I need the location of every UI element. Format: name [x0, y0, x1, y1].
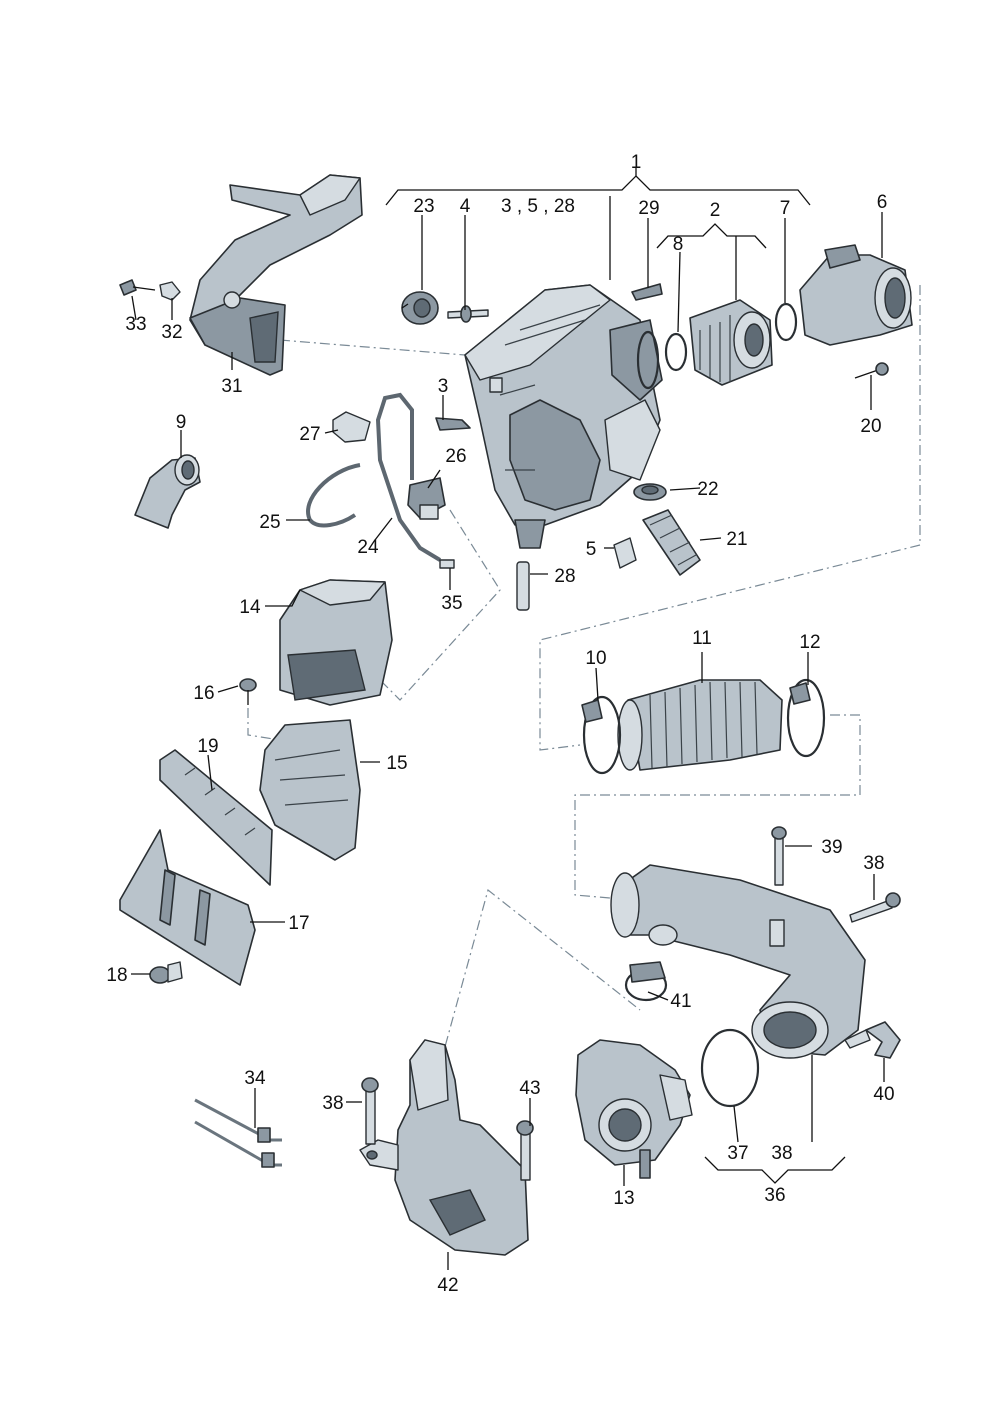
- label-2: 2: [710, 200, 721, 221]
- label-38-bottom: 38: [771, 1143, 792, 1164]
- plug-5: [613, 537, 637, 569]
- seal-22: [633, 483, 667, 501]
- cable-ties-34: [194, 1098, 282, 1168]
- valve-26: [407, 477, 446, 520]
- clamp-10: [581, 695, 622, 775]
- screw-16: [239, 678, 257, 705]
- label-6: 6: [877, 192, 888, 213]
- clamp-41: [624, 961, 668, 1002]
- bolt-38-right: [849, 892, 901, 923]
- label-28: 28: [554, 566, 575, 587]
- label-40: 40: [873, 1084, 894, 1105]
- grommet-23: [401, 291, 439, 325]
- label-10: 10: [585, 648, 606, 669]
- label-13: 13: [613, 1188, 634, 1209]
- label-18: 18: [106, 965, 127, 986]
- clip-29: [631, 283, 663, 301]
- vacuum-hoses: [306, 392, 442, 562]
- label-9: 9: [176, 412, 187, 433]
- clamp-12: [786, 678, 826, 758]
- label-26: 26: [445, 446, 466, 467]
- bracket-group-36: [704, 1156, 846, 1184]
- clip-32: [159, 281, 181, 301]
- label-35: 35: [441, 593, 462, 614]
- label-3-5-28: 3 , 5 , 28: [501, 196, 575, 217]
- label-24: 24: [357, 537, 379, 558]
- air-guide-15: [259, 719, 361, 861]
- throttle-body-13: [575, 1039, 693, 1179]
- clip-18: [149, 961, 183, 984]
- label-4: 4: [460, 196, 471, 217]
- label-16: 16: [193, 683, 214, 704]
- label-7: 7: [780, 198, 791, 219]
- bolt-39: [771, 826, 787, 886]
- label-33: 33: [125, 314, 146, 335]
- leader-lines: [131, 168, 885, 1270]
- elbow-hose-9: [134, 454, 201, 529]
- bolt-38-left: [361, 1077, 379, 1145]
- label-42: 42: [437, 1275, 458, 1296]
- label-31: 31: [221, 376, 242, 397]
- label-41: 41: [670, 991, 691, 1012]
- label-38-left: 38: [322, 1093, 343, 1114]
- label-39: 39: [821, 837, 842, 858]
- resonator-42: [359, 1039, 529, 1256]
- label-3: 3: [438, 376, 449, 397]
- label-21: 21: [726, 529, 747, 550]
- filter-element-2: [689, 299, 773, 386]
- label-11: 11: [692, 628, 712, 649]
- callout-labels: 1 23 4 3 , 5 , 28 29 2 7 6 8 33 32 31 3 …: [106, 152, 894, 1296]
- label-17: 17: [288, 913, 309, 934]
- label-15: 15: [386, 753, 407, 774]
- label-22: 22: [697, 479, 718, 500]
- label-25: 25: [259, 512, 280, 533]
- trim-19: [159, 749, 273, 886]
- label-38-top: 38: [863, 853, 884, 874]
- intake-pipe-36: [610, 864, 866, 1059]
- label-20: 20: [860, 416, 881, 437]
- clip-3: [435, 417, 471, 431]
- intake-duct-14: [279, 579, 393, 706]
- seal-8: [664, 332, 688, 372]
- label-34: 34: [244, 1068, 266, 1089]
- label-43: 43: [519, 1078, 540, 1099]
- connection-lines: [247, 285, 921, 1066]
- bracket-group-2: [656, 223, 767, 249]
- label-23: 23: [413, 196, 434, 217]
- label-19: 19: [197, 736, 218, 757]
- label-29: 29: [638, 198, 659, 219]
- connector-35: [439, 559, 455, 569]
- label-1: 1: [631, 152, 642, 173]
- pin-28: [516, 561, 530, 611]
- label-5: 5: [586, 539, 597, 560]
- screw-20: [854, 362, 889, 379]
- label-36: 36: [764, 1185, 785, 1206]
- bracket-group-1: [385, 175, 811, 206]
- seal-7: [774, 302, 798, 342]
- hose-40: [844, 1021, 901, 1059]
- deflector-17: [119, 829, 256, 986]
- drain-hose-21: [642, 509, 701, 576]
- bellows-hose-11: [617, 679, 783, 771]
- air-filter-housing: [464, 284, 663, 549]
- air-mass-meter-6: [799, 244, 913, 346]
- bolt-43: [516, 1120, 534, 1181]
- label-37: 37: [727, 1143, 748, 1164]
- label-32: 32: [161, 322, 182, 343]
- seal-37: [700, 1028, 760, 1108]
- label-27: 27: [299, 424, 320, 445]
- bolt-4: [447, 305, 489, 323]
- label-12: 12: [799, 632, 820, 653]
- screw-33: [119, 279, 156, 296]
- label-14: 14: [239, 597, 261, 618]
- bracket-27: [332, 411, 371, 443]
- air-intake-duct: [189, 174, 363, 376]
- label-8: 8: [673, 234, 684, 255]
